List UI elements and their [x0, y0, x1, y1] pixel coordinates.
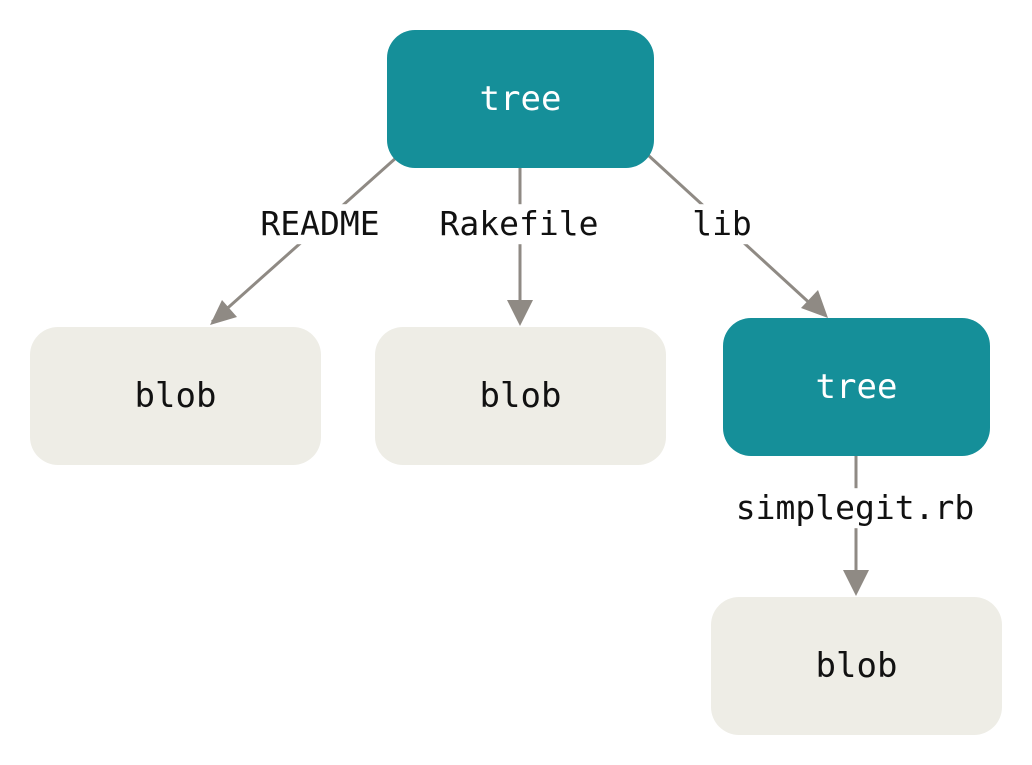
rakefile-blob-label: blob — [479, 376, 562, 416]
lib-tree-node: tree — [723, 318, 990, 456]
edge-label-readme: README — [256, 204, 384, 244]
arrowhead-simplegit — [843, 570, 869, 596]
edge-label-simplegit: simplegit.rb — [731, 488, 979, 528]
simplegit-blob-node: blob — [711, 597, 1002, 735]
rakefile-blob-node: blob — [375, 327, 666, 465]
readme-blob-label: blob — [134, 376, 217, 416]
edge-label-rakefile: Rakefile — [435, 204, 603, 244]
simplegit-blob-label: blob — [815, 646, 898, 686]
edge-label-lib: lib — [688, 204, 756, 244]
root-tree-label: tree — [479, 79, 562, 119]
readme-blob-node: blob — [30, 327, 321, 465]
root-tree-node: tree — [387, 30, 654, 168]
lib-tree-label: tree — [815, 367, 898, 407]
arrowhead-lib — [801, 290, 828, 318]
arrowhead-rakefile — [507, 300, 533, 326]
arrowhead-readme — [210, 300, 237, 325]
